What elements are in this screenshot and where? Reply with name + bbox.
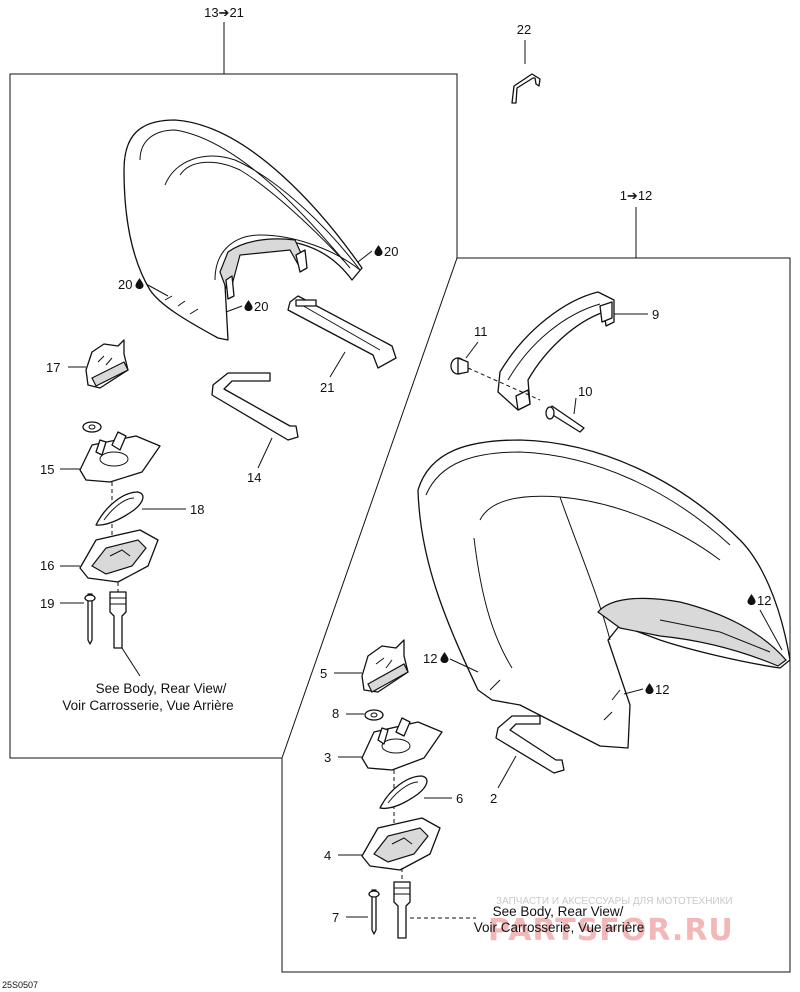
right-group-frame xyxy=(281,207,791,973)
svg-text:12: 12 xyxy=(423,651,437,666)
part-label-18: 18 xyxy=(190,502,204,517)
part-17-latch-drawing xyxy=(85,339,129,389)
part-label-2: 2 xyxy=(490,791,497,806)
part-3-plate-drawing xyxy=(361,717,443,771)
part-5-latch-drawing xyxy=(361,639,409,693)
svg-text:12: 12 xyxy=(757,593,771,608)
watermark-text: ЗАПЧАСТИ И АКСЕССУАРЫ ДЛЯ МОТОТЕХНИКИ xyxy=(496,896,733,907)
oil-drop-icon xyxy=(645,683,654,694)
main-seat-drawing xyxy=(417,439,791,749)
svg-text:20: 20 xyxy=(384,244,398,259)
part-label-14: 14 xyxy=(247,470,261,485)
watermark-logo: PARTSFOR.RU xyxy=(488,913,734,948)
part-label-9: 9 xyxy=(652,307,659,322)
lube-point-20-b: 20 xyxy=(118,277,169,297)
part-7-rivet-drawing xyxy=(368,889,380,935)
part-21-strap-drawing xyxy=(287,295,397,369)
part-label-10: 10 xyxy=(578,384,592,399)
svg-text:20: 20 xyxy=(118,277,132,292)
part-label-16: 16 xyxy=(40,558,54,573)
washer-drawing xyxy=(82,421,102,433)
part-label-7: 7 xyxy=(332,910,339,925)
oil-drop-icon xyxy=(135,278,144,289)
part-label-6: 6 xyxy=(456,791,463,806)
part-15-plate-drawing xyxy=(79,431,161,483)
right-caption-line2: Voir Carrosserie, Vue arrière xyxy=(474,920,645,935)
part-19-rivet-drawing xyxy=(84,593,96,645)
left-group-frame xyxy=(9,22,458,759)
part-6-gasket-drawing xyxy=(379,775,428,810)
lube-point-20-c: 20 xyxy=(225,299,268,314)
grommet-drawing-right xyxy=(393,881,411,939)
lube-point-12-a: 12 xyxy=(747,593,783,651)
right-caption-line1: See Body, Rear View/ xyxy=(493,904,624,919)
part-14-hex-key-drawing xyxy=(211,372,299,441)
seat-cowl-drawing xyxy=(123,119,363,341)
part-16-base-drawing xyxy=(79,529,159,583)
lube-point-12-b: 12 xyxy=(423,651,479,673)
part-label-15: 15 xyxy=(40,462,54,477)
group-label-13-21: 13➔21 xyxy=(204,5,244,20)
oil-drop-icon xyxy=(440,652,449,663)
oil-drop-icon xyxy=(244,300,253,311)
group-label-1-12: 1➔12 xyxy=(620,188,653,203)
svg-text:12: 12 xyxy=(655,682,669,697)
part-label-11: 11 xyxy=(474,324,488,339)
part-label-19: 19 xyxy=(40,596,54,611)
grommet-drawing-left xyxy=(109,591,127,649)
part-label-8: 8 xyxy=(332,706,339,721)
part-10-screw-drawing xyxy=(545,405,585,433)
part-label-21: 21 xyxy=(320,380,334,395)
lube-point-12-c: 12 xyxy=(623,682,669,697)
part-4-base-drawing xyxy=(361,817,441,871)
left-caption-line2: Voir Carrosserie, Vue Arrière xyxy=(62,698,233,713)
part-9-grab-handle-drawing xyxy=(497,291,615,411)
part-2-hex-key-drawing xyxy=(495,715,565,774)
svg-text:20: 20 xyxy=(254,299,268,314)
oil-drop-icon xyxy=(374,245,383,256)
part-label-3: 3 xyxy=(324,750,331,765)
lube-point-20-a: 20 xyxy=(357,244,398,263)
part-label-17: 17 xyxy=(46,360,60,375)
diagram-code: 25S0507 xyxy=(2,980,38,990)
part-label-4: 4 xyxy=(324,848,331,863)
part-22-clip-drawing xyxy=(511,73,541,104)
left-caption-line1: See Body, Rear View/ xyxy=(96,681,227,696)
part-label-22: 22 xyxy=(517,22,531,37)
part-18-gasket-drawing xyxy=(95,491,144,526)
part-8-washer-drawing xyxy=(364,709,384,721)
part-11-cap-drawing xyxy=(450,357,469,375)
part-label-5: 5 xyxy=(320,666,327,681)
